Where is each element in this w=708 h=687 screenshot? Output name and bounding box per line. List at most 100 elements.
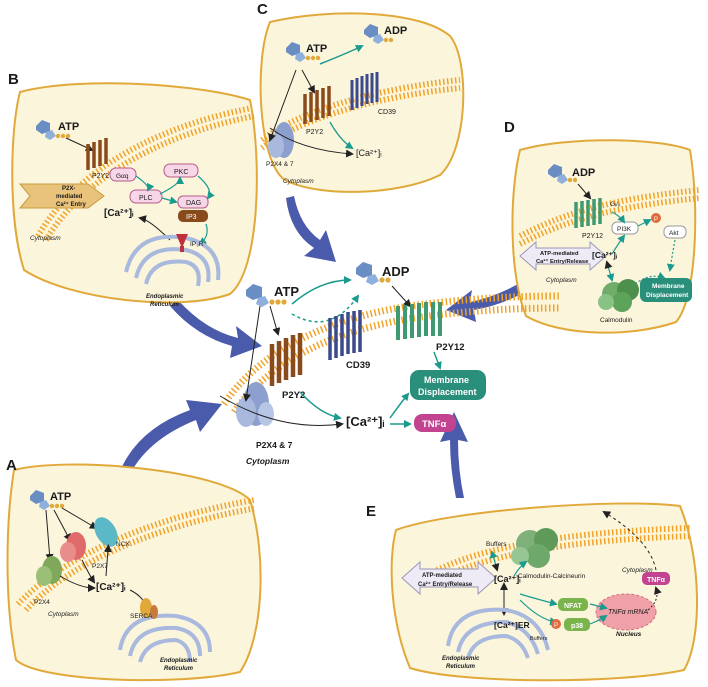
b-ca-label: [Ca²⁺]ᵢ bbox=[104, 208, 134, 219]
center-ca-label: [Ca²⁺]ᵢ bbox=[346, 414, 384, 429]
center-md-line2: Displacement bbox=[418, 387, 477, 397]
e-tnf-mrna-label: TNFα mRNA bbox=[608, 609, 648, 616]
entry-release-arrow bbox=[519, 240, 607, 272]
adp-molecule bbox=[364, 24, 394, 44]
d-adp-label: ADP bbox=[572, 167, 595, 179]
panel-d-letter: D bbox=[504, 119, 515, 136]
e-p-label: P bbox=[554, 623, 558, 629]
d-pi3k-label: PI3K bbox=[617, 226, 632, 233]
a-p2x4-label: P2X4 bbox=[34, 599, 50, 606]
atp-molecule bbox=[246, 284, 287, 307]
c-p2x-label: P2X4 & 7 bbox=[266, 161, 294, 168]
tnf-box bbox=[642, 572, 670, 585]
center-p2y12-label: P2Y12 bbox=[436, 342, 465, 353]
b-p2y2-label: P2Y2 bbox=[92, 173, 109, 180]
membrane-displacement-box bbox=[640, 278, 692, 302]
serca-pump bbox=[140, 598, 158, 619]
d-calmodulin-label: Calmodulin bbox=[600, 317, 633, 324]
e-nucleus-label: Nucleus bbox=[616, 631, 642, 638]
d-p2y12-label: P2Y12 bbox=[582, 233, 603, 240]
d-gio-label: Gᵢ/ₒ bbox=[610, 201, 621, 208]
d-cytoplasm-label: Cytoplasm bbox=[546, 277, 577, 284]
panel-b: ATP P2Y2 Gαq PKC PLC DAG IP3 P2X- mediat… bbox=[8, 71, 258, 308]
c-cytoplasm-label: Cytoplasm bbox=[283, 178, 314, 185]
arrow-c-to-center bbox=[286, 196, 336, 262]
cd39-receptor bbox=[328, 310, 362, 360]
ncx-exchanger bbox=[94, 517, 118, 547]
atp-molecule bbox=[286, 42, 321, 62]
p2y2-receptor bbox=[269, 333, 303, 386]
calmodulin-complex bbox=[598, 279, 639, 312]
d-phospho-node bbox=[651, 213, 661, 223]
p2y12-receptor bbox=[396, 302, 442, 340]
center-cytoplasm-label: Cytoplasm bbox=[246, 456, 290, 466]
membrane bbox=[221, 292, 561, 406]
e-entry-line2: Ca²⁺ Entry/Release bbox=[418, 581, 473, 588]
e-entry-line1: ATP-mediated bbox=[422, 573, 462, 579]
c-atp-label: ATP bbox=[306, 43, 327, 55]
panel-a: ATP P2X7 P2X4 NCX [Ca²⁺]ᵢ SERCA Cytoplas bbox=[6, 457, 262, 682]
nucleus bbox=[595, 593, 657, 631]
e-tnf-label: TNFα bbox=[647, 577, 666, 584]
c-cd39-label: CD39 bbox=[378, 109, 396, 116]
center-panel: ATP ADP CD39 P2Y12 P2Y2 P2X4 & 7 Cytopla… bbox=[219, 262, 561, 466]
a-er-line1: Endoplasmic bbox=[160, 658, 198, 664]
d-p-label: P bbox=[654, 217, 658, 223]
c-ca-label: [Ca²⁺]ᵢ bbox=[356, 148, 382, 158]
b-ip3r-label: IP₃R bbox=[190, 241, 204, 248]
c-adp-label: ADP bbox=[384, 25, 407, 37]
d-entry-line2: Ca²⁺ Entry/Release bbox=[536, 258, 589, 265]
e-er-line1: Endoplasmic bbox=[442, 656, 480, 662]
e-p38-label: p38 bbox=[571, 623, 583, 630]
panel-e: Buffers Calmodulin-Calcineurin Cytoplasm… bbox=[366, 502, 698, 682]
ip3-node bbox=[178, 210, 208, 222]
d-md-line2: Displacement bbox=[646, 292, 689, 299]
membrane-displacement-box bbox=[410, 370, 486, 400]
plc-node bbox=[129, 189, 163, 204]
arrow-a-to-center bbox=[118, 400, 222, 478]
arrow-b-to-center bbox=[170, 300, 262, 358]
tnf-box bbox=[414, 414, 456, 432]
e-phospho-node bbox=[551, 619, 561, 629]
p2y2-receptor bbox=[86, 138, 108, 170]
b-entry-line1: P2X- bbox=[62, 186, 75, 192]
a-p2x7-label: P2X7 bbox=[92, 563, 108, 570]
er-organelle bbox=[446, 607, 550, 659]
a-ncx-label: NCX bbox=[116, 541, 130, 548]
center-md-line1: Membrane bbox=[424, 375, 469, 385]
a-serca-label: SERCA bbox=[130, 613, 153, 620]
e-nfat-label: NFAT bbox=[564, 603, 582, 610]
panel-c-letter: C bbox=[257, 1, 268, 18]
b-dag-label: DAG bbox=[186, 200, 201, 207]
center-adp-label: ADP bbox=[382, 264, 410, 279]
e-er-line2: Reticulum bbox=[446, 664, 476, 670]
d-akt-label: Akt bbox=[669, 230, 679, 237]
a-er-line2: Reticulum bbox=[164, 666, 194, 672]
b-er-line1: Endoplasmic bbox=[146, 294, 184, 300]
calmodulin-calcineurin-complex bbox=[511, 528, 558, 568]
p2x-channel bbox=[236, 382, 274, 427]
atp-molecule bbox=[30, 490, 65, 510]
p2x-entry-arrow bbox=[18, 183, 105, 209]
membrane bbox=[35, 105, 253, 238]
e-cytoplasm-label: Cytoplasm bbox=[622, 567, 653, 574]
panel-c: ATP ADP CD39 P2Y2 P2X4 & 7 Cytoplasm [Ca… bbox=[257, 1, 465, 193]
b-plc-label: PLC bbox=[139, 195, 153, 202]
atp-molecule bbox=[36, 120, 71, 140]
panel-b-letter: B bbox=[8, 71, 19, 88]
p38-node bbox=[564, 618, 590, 631]
b-ip3-label: IP3 bbox=[186, 214, 197, 221]
d-ca-label: [Ca²⁺]ᵢ bbox=[592, 250, 617, 260]
center-p2y2-label: P2Y2 bbox=[282, 390, 305, 401]
b-cytoplasm-label: Cytoplasm bbox=[30, 235, 61, 242]
center-atp-label: ATP bbox=[274, 284, 299, 299]
membrane bbox=[260, 77, 461, 143]
a-atp-label: ATP bbox=[50, 491, 71, 503]
a-ca-label: [Ca²⁺]ᵢ bbox=[96, 582, 126, 593]
adp-molecule bbox=[548, 164, 578, 184]
panel-e-letter: E bbox=[366, 503, 376, 520]
panel-a-letter: A bbox=[6, 457, 17, 474]
p2y12-receptor bbox=[574, 198, 602, 228]
e-ca-er-label: [Ca²⁺]ER bbox=[494, 620, 530, 630]
p2x7-channel bbox=[60, 532, 86, 562]
